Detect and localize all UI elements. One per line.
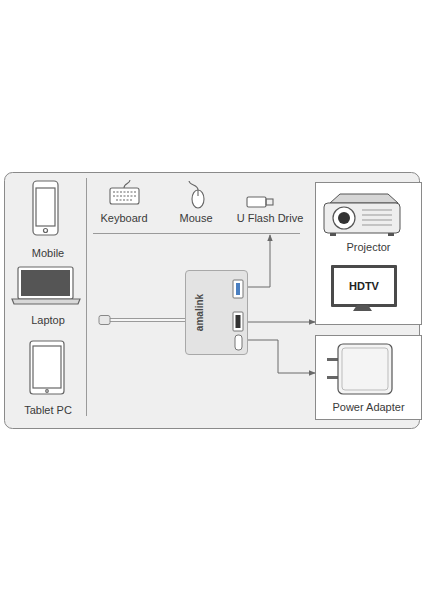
cable-outline <box>108 318 186 322</box>
flash-drive-body <box>247 197 266 207</box>
projector-body <box>324 203 400 233</box>
mouse-cable <box>189 181 198 190</box>
node-text: Mouse <box>156 212 236 225</box>
cable-core <box>108 319 186 321</box>
usb-c-cable <box>99 316 186 325</box>
display-box: ProjectorHDTV <box>315 182 422 325</box>
node-text: Projector <box>316 241 421 254</box>
node-text: Keyboard <box>84 212 164 225</box>
phone-body <box>33 181 58 235</box>
divider-line <box>86 178 87 416</box>
tv-stand-base <box>353 305 372 311</box>
phone-button <box>44 229 48 233</box>
connector-arrow <box>248 322 315 323</box>
phone-icon <box>33 181 58 235</box>
tv-stand <box>353 305 372 311</box>
keyboard-keys <box>113 192 136 200</box>
cable-plug <box>99 316 110 325</box>
projector-vents <box>362 210 392 225</box>
projector-foot <box>388 233 394 236</box>
adapter-face <box>342 348 388 390</box>
device-label: Tablet PC <box>8 404 88 417</box>
adapter-body: amalink <box>185 270 248 355</box>
tablet-button <box>46 390 49 393</box>
projector-illustration <box>324 194 400 236</box>
node-text: Power Adapter <box>316 401 421 414</box>
node-text: amalink <box>193 283 206 343</box>
device-label: Laptop <box>8 314 88 327</box>
mouse-icon <box>189 181 204 208</box>
hdmi-inner <box>236 315 241 328</box>
node-text: U Flash Drive <box>230 212 310 225</box>
projector-foot <box>330 233 336 236</box>
tablet-body <box>30 341 64 394</box>
adapter-prong <box>327 376 339 379</box>
adapter-brick <box>338 344 392 394</box>
connector-arrow <box>248 235 270 287</box>
phone-screen <box>36 188 55 226</box>
usb-a-port <box>233 280 243 298</box>
laptop-base <box>12 299 80 304</box>
keyboard-icon <box>110 180 139 204</box>
connector-arrow <box>248 340 315 373</box>
flash-drive-plug <box>266 199 273 205</box>
device-label: Mobile <box>8 247 88 260</box>
keyboard-body <box>110 188 139 204</box>
peripheral-band: KeyboardMouseU Flash Drive <box>93 182 300 234</box>
tablet-screen <box>33 346 61 388</box>
node-text: HDTV <box>334 280 394 293</box>
adapter-ports <box>233 280 243 350</box>
laptop-icon <box>12 267 80 304</box>
laptop-display <box>21 270 70 296</box>
hdmi-port <box>233 312 243 331</box>
flash-drive-icon <box>247 197 273 207</box>
mouse-body <box>192 190 204 208</box>
power-adapter-illustration <box>327 344 392 394</box>
projector-lens-ring <box>333 207 355 229</box>
laptop-screen <box>18 267 73 299</box>
tablet-icon <box>30 341 64 394</box>
usb-c-port <box>235 335 242 350</box>
adapter-prong <box>327 358 339 361</box>
mouse-wheel <box>197 190 198 196</box>
tv-screen: HDTV <box>331 265 397 307</box>
projector-top <box>330 194 398 203</box>
usb-a-tongue <box>236 283 240 295</box>
power-box: Power Adapter <box>315 335 422 420</box>
projector-lens <box>338 212 350 224</box>
